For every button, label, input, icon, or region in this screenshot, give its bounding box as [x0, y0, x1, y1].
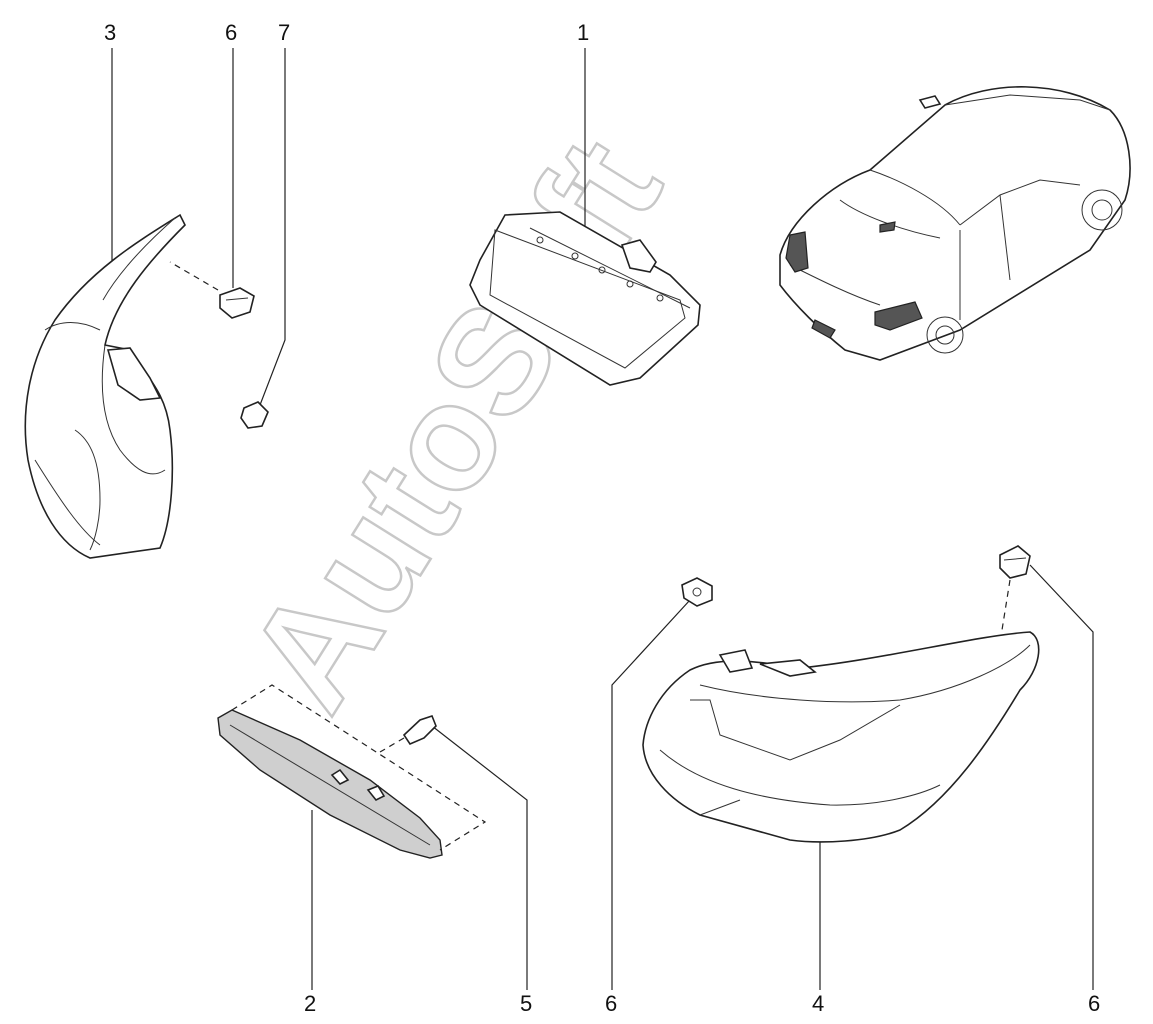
clip-top — [169, 261, 255, 319]
callout-4: 4 — [812, 991, 824, 1016]
callout-1: 1 — [577, 20, 589, 45]
leader-6-bottom — [611, 599, 691, 990]
screw-5 — [379, 715, 437, 753]
right-tail-lamp — [642, 631, 1040, 843]
callout-6-bottom: 6 — [605, 991, 617, 1016]
leader-5 — [431, 725, 528, 990]
clip-right — [999, 545, 1031, 631]
callout-6-right: 6 — [1088, 991, 1100, 1016]
left-tail-lamp — [24, 213, 186, 559]
lamp-leds — [536, 236, 664, 302]
rear-reflector — [217, 684, 487, 859]
leader-7 — [259, 48, 286, 406]
callout-6-top: 6 — [225, 20, 237, 45]
car-brake-lamp — [879, 221, 896, 233]
callout-2: 2 — [304, 991, 316, 1016]
callout-3: 3 — [104, 20, 116, 45]
leader-lines — [111, 48, 1094, 990]
high-mount-stop-lamp — [469, 211, 701, 386]
car-left-lamp — [785, 231, 809, 273]
callout-5: 5 — [520, 991, 532, 1016]
nut-7 — [240, 401, 269, 429]
leader-6-right — [1029, 564, 1094, 990]
watermark-text: AutoSoft — [215, 111, 693, 737]
callout-7: 7 — [278, 20, 290, 45]
watermark: AutoSoft — [213, 110, 693, 738]
nut-6-bottom — [681, 577, 713, 607]
car-illustration — [779, 86, 1131, 361]
car-right-lamp — [874, 301, 923, 331]
car-reflector — [811, 319, 836, 339]
